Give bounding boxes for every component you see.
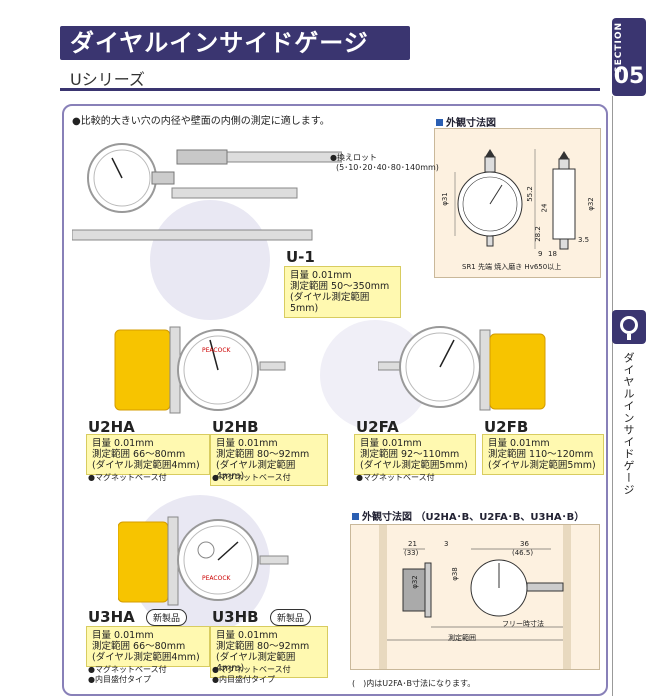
- header-rule: [60, 88, 600, 91]
- model-name: U-1: [286, 248, 315, 266]
- figure1-title: 外観寸法図: [436, 114, 496, 129]
- dim-label: φ31: [440, 192, 449, 206]
- model-name: U3HA: [88, 608, 135, 626]
- svg-text:PEACOCK: PEACOCK: [202, 347, 232, 354]
- right-margin-rule: [612, 96, 647, 696]
- new-product-badge: 新製品: [146, 609, 188, 626]
- rod-note: ●換えロット: [330, 153, 377, 162]
- section-number: 05: [613, 64, 645, 89]
- dim-label: 18: [548, 250, 557, 258]
- category-icon: [612, 310, 646, 344]
- u2h-product-image: PEACOCK: [114, 326, 286, 414]
- model-name: U2FA: [356, 418, 399, 436]
- u2f-product-image: [378, 326, 546, 411]
- dim-label: 3.5: [578, 236, 590, 244]
- dim-label: 9: [538, 250, 543, 258]
- dim-label: 3: [444, 540, 449, 548]
- bullet-square-icon: [352, 513, 359, 520]
- u3h-product-image: PEACOCK: [118, 516, 289, 606]
- intro-text: ●比較的大きい穴の内径や壁面の内側の測定に適します。: [72, 116, 330, 127]
- product-note: ●内目盛付タイプ: [88, 675, 151, 684]
- dim-label: フリー時寸法: [502, 620, 544, 628]
- bg-circle: [150, 200, 270, 320]
- dim-label: 24: [540, 203, 549, 213]
- svg-text:PEACOCK: PEACOCK: [202, 575, 232, 582]
- model-name: U2HA: [88, 418, 135, 436]
- section-tab: SECTION 05: [612, 18, 646, 96]
- product-note: ●マグネットベース付: [88, 665, 167, 674]
- product-note: ●マグネットベース付: [88, 473, 167, 482]
- dim-label: φ32: [586, 197, 595, 211]
- page-subtitle: Uシリーズ: [70, 70, 145, 89]
- rod-note: (5･10･20･40･80･140mm): [336, 163, 439, 172]
- model-name: U3HB: [212, 608, 259, 626]
- product-note: ●マグネットベース付: [212, 473, 291, 482]
- dim-label: φ38: [450, 567, 459, 581]
- dim-label: φ32: [410, 575, 419, 589]
- bullet-square-icon: [436, 119, 443, 126]
- product-note: ●内目盛付タイプ: [212, 675, 275, 684]
- dim-label: 55.2: [525, 186, 534, 202]
- page-title: ダイヤルインサイドゲージ: [60, 26, 410, 60]
- model-name: U2FB: [484, 418, 529, 436]
- model-name: U2HB: [212, 418, 259, 436]
- dim-label: (46.5): [512, 549, 534, 557]
- dim-note: SR1 先端 焼入磨き Hv650以上: [462, 263, 562, 271]
- category-label: ダイヤルインサイドゲージ: [622, 352, 635, 496]
- u1-product-image: [72, 143, 342, 241]
- dim-label: 測定範囲: [448, 634, 476, 642]
- figure2-diagram: [350, 524, 600, 670]
- dim-label: 28.2: [533, 226, 542, 242]
- figure2-footnote: ( )内はU2FA･B寸法になります。: [352, 679, 476, 688]
- figure2-title: 外観寸法図 （U2HA･B、U2FA･B、U3HA･B）: [352, 508, 584, 523]
- dim-label: (33): [404, 549, 419, 557]
- figure1-diagram: [434, 128, 601, 278]
- dim-label: 36: [520, 540, 529, 548]
- new-product-badge: 新製品: [270, 609, 312, 626]
- content-frame: [62, 104, 608, 696]
- product-note: ●マグネットベース付: [356, 473, 435, 482]
- dim-label: 21: [408, 540, 417, 548]
- product-note: ●マグネットベース付: [212, 665, 291, 674]
